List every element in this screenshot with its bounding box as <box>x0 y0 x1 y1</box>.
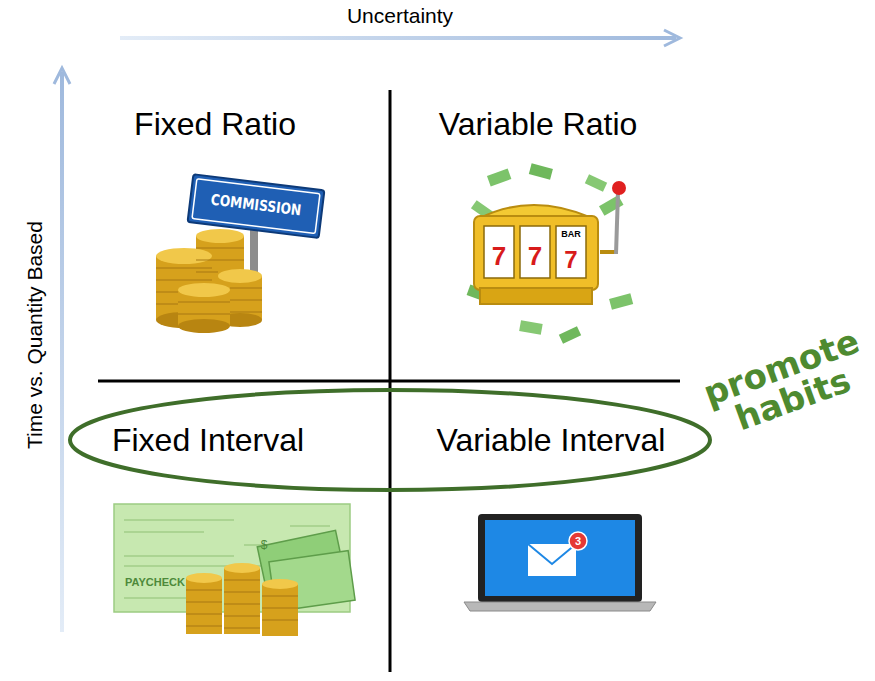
reel <box>520 226 550 278</box>
coin-stacks <box>156 229 262 333</box>
ellipse-shape <box>70 390 710 490</box>
coin-top <box>186 573 222 583</box>
quadrant-title: Variable Ratio <box>408 102 668 146</box>
coin-top <box>156 248 212 264</box>
lever-ball <box>612 181 626 195</box>
coin-stack <box>262 584 298 636</box>
machine-base <box>480 288 592 304</box>
coin-top <box>178 283 230 297</box>
divider-line <box>98 380 680 383</box>
commission-sign <box>188 174 325 238</box>
bill <box>487 169 511 187</box>
coin-edge <box>178 319 230 333</box>
lever <box>616 192 618 254</box>
machine-body <box>474 216 598 290</box>
coin-top <box>196 229 244 243</box>
coin-lines <box>156 248 262 314</box>
axis-arrow <box>120 36 676 40</box>
sign-border <box>192 179 320 234</box>
lever-joint <box>600 250 616 254</box>
reel-symbol: 7 <box>520 238 550 274</box>
reel <box>556 226 586 278</box>
sign-board <box>188 174 325 238</box>
coin-top <box>262 579 298 589</box>
reel-symbol: 7 <box>484 238 514 274</box>
axis-arrow <box>60 72 64 632</box>
quadrant-title: Fixed Interval <box>88 418 328 462</box>
coin-stacks <box>186 563 298 636</box>
axis-label: Uncertainty <box>300 2 500 30</box>
envelope-flap <box>528 544 576 564</box>
coin-stack <box>224 568 260 634</box>
badge-count: 3 <box>569 532 587 550</box>
bill <box>609 293 633 309</box>
arrow-head <box>54 68 70 84</box>
ellipse-group: Fixed Interval Variable Interval <box>68 388 712 492</box>
bill <box>585 174 607 192</box>
handwritten-note: promote habits <box>700 312 874 454</box>
bill <box>559 326 581 344</box>
arrow-head <box>664 30 680 46</box>
quadrant-title: Variable Interval <box>406 418 696 462</box>
bill <box>529 163 553 179</box>
check-text: PAYCHECK <box>120 574 190 590</box>
laptop-screen <box>478 514 642 602</box>
bill <box>599 195 624 216</box>
coin-top <box>224 563 260 573</box>
money-bills <box>467 163 634 343</box>
screen-display <box>485 520 635 596</box>
reel-symbol: 7 <box>556 244 586 276</box>
notification-badge <box>569 532 587 550</box>
envelope <box>528 544 576 576</box>
reel-symbol: BAR <box>556 227 586 241</box>
reel <box>484 226 514 278</box>
coin-lines <box>186 580 298 628</box>
axis-label: Time vs. Quantity Based <box>20 135 50 535</box>
bill <box>519 320 543 335</box>
quadrant-title: Fixed Ratio <box>110 102 320 146</box>
laptop-base <box>464 602 656 611</box>
coin-top <box>218 269 262 283</box>
check-text: $ <box>256 536 272 554</box>
